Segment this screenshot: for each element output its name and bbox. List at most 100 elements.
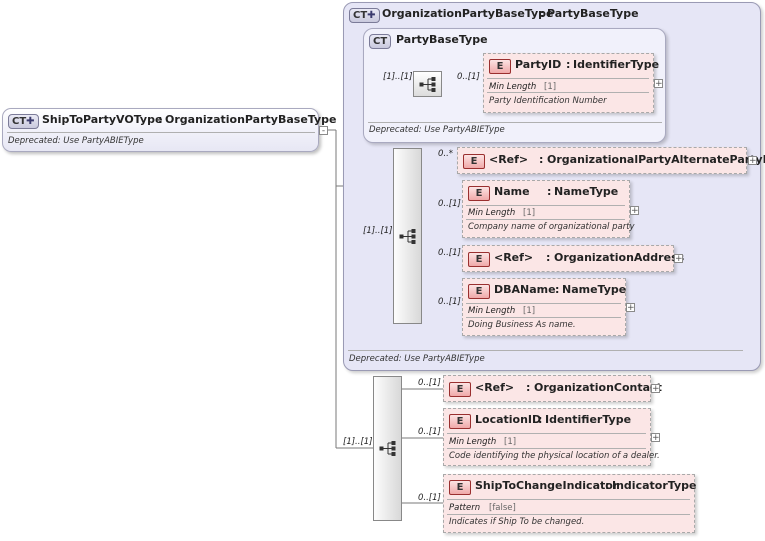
element-badge: E [463, 154, 485, 169]
expand-plus-icon[interactable]: + [651, 384, 660, 394]
name-multiplicity: 0..[1] [438, 199, 461, 209]
root-base-type: OrganizationPartyBaseType [165, 113, 337, 126]
element-badge: E [468, 284, 490, 299]
element-badge: E [449, 480, 471, 495]
divider [487, 78, 649, 79]
element-type: OrganizationalPartyAlternatePartyId [547, 153, 765, 166]
facet-name: Min Length [468, 208, 516, 218]
plus-icon: ✚ [26, 116, 35, 127]
element-badge: E [449, 382, 471, 397]
plus-icon: ✚ [367, 10, 376, 21]
expand-plus-icon[interactable]: - [319, 126, 328, 136]
expand-plus-icon[interactable]: + [630, 206, 639, 216]
element-badge: E [489, 59, 511, 74]
sequence-compositor[interactable] [393, 148, 422, 324]
divider [447, 514, 690, 515]
divider [466, 317, 621, 318]
org-address-multiplicity: 0..[1] [438, 248, 461, 258]
element-name: <Ref> [494, 251, 534, 264]
sequence-compositor[interactable] [413, 71, 442, 97]
facet-value: [1] [523, 306, 536, 316]
party-id-element[interactable]: E PartyID : IdentifierType Min Length [1… [483, 53, 659, 113]
element-doc: Doing Business As name. [468, 320, 576, 330]
element-type: NameType [554, 185, 619, 198]
separator: : [546, 251, 551, 264]
facet-name: Min Length [468, 306, 516, 316]
ship-change-multiplicity: 0..[1] [418, 493, 441, 503]
dba-name-element[interactable]: E DBAName : NameType Min Length [1] Doin… [462, 278, 626, 336]
element-type: OrganizationAddress [554, 251, 685, 264]
element-name: PartyID [515, 58, 562, 71]
dba-name-multiplicity: 0..[1] [438, 297, 461, 307]
sequence-compositor-icon [399, 229, 416, 244]
facet-name: Pattern [449, 503, 481, 513]
expand-plus-icon[interactable]: + [626, 303, 635, 313]
divider [7, 132, 315, 133]
element-doc: Indicates if Ship To be changed. [449, 517, 585, 527]
element-name: <Ref> [489, 153, 529, 166]
root-complex-type[interactable]: CT✚ ShipToPartyVOType : OrganizationPart… [2, 108, 336, 152]
expand-plus-icon[interactable]: + [654, 79, 663, 89]
element-name: Name [494, 185, 530, 198]
separator: : [605, 479, 610, 492]
location-id-element[interactable]: E LocationID : IdentifierType Min Length… [443, 408, 660, 466]
organization-contact-element[interactable]: E <Ref> : OrganizationContact [443, 375, 662, 402]
divider [466, 303, 621, 304]
alternate-party-id-element[interactable]: E <Ref> : OrganizationalPartyAlternatePa… [457, 147, 765, 174]
facet-value: [1] [504, 437, 517, 447]
element-name: LocationID [475, 413, 542, 426]
divider [466, 205, 625, 206]
separator: : [538, 413, 543, 426]
separator: : [555, 283, 560, 296]
sequence-compositor-icon [379, 441, 396, 456]
ship-to-change-indicator-element[interactable]: E ShipToChangeIndicator : IndicatorType … [443, 474, 697, 533]
sequence-compositor[interactable] [373, 376, 402, 521]
separator: : [526, 381, 531, 394]
org-doc: Deprecated: Use PartyABIEType [349, 354, 485, 364]
root-seq-multiplicity: [1]..[1] [343, 437, 373, 447]
expand-plus-icon[interactable]: + [748, 156, 757, 166]
alt-party-multiplicity: 0..* [438, 149, 454, 159]
facet-value: [false] [489, 503, 516, 513]
expand-plus-icon[interactable]: + [651, 433, 660, 443]
element-type: IndicatorType [612, 479, 697, 492]
element-name: <Ref> [475, 381, 515, 394]
org-base-type: PartyBaseType [547, 7, 639, 20]
facet-name: Min Length [449, 437, 497, 447]
element-type: NameType [562, 283, 627, 296]
complex-type-badge: CT✚ [8, 114, 39, 129]
element-badge: E [468, 252, 490, 267]
divider [447, 448, 646, 449]
party-doc: Deprecated: Use PartyABIEType [369, 125, 505, 135]
sequence-compositor-icon [419, 77, 436, 92]
separator: : [539, 153, 544, 166]
party-id-multiplicity: 0..[1] [457, 72, 480, 82]
expand-plus-icon[interactable]: + [674, 254, 683, 264]
element-name: ShipToChangeIndicator [475, 479, 619, 492]
party-type-name: PartyBaseType [396, 33, 488, 46]
divider [447, 433, 646, 434]
divider [368, 122, 662, 123]
facet-value: [1] [544, 82, 557, 92]
divider [466, 219, 625, 220]
facet-value: [1] [523, 208, 536, 218]
element-type: IdentifierType [545, 413, 632, 426]
org-seq-multiplicity: [1]..[1] [363, 226, 393, 236]
separator: : [158, 113, 163, 126]
divider [447, 499, 690, 500]
element-doc: Party Identification Number [489, 96, 607, 106]
organization-address-element[interactable]: E <Ref> : OrganizationAddress [462, 245, 684, 272]
complex-type-badge: CT✚ [349, 8, 380, 23]
element-doc: Code identifying the physical location o… [449, 451, 660, 461]
element-name: DBAName [494, 283, 556, 296]
name-element[interactable]: E Name : NameType Min Length [1] Company… [462, 180, 635, 238]
org-contact-multiplicity: 0..[1] [418, 378, 441, 388]
element-type: OrganizationContact [534, 381, 662, 394]
root-doc: Deprecated: Use PartyABIEType [8, 136, 144, 146]
complex-type-badge: CT [369, 34, 392, 49]
divider [348, 350, 743, 351]
root-type-name: ShipToPartyVOType [42, 113, 163, 126]
element-doc: Company name of organizational party [468, 222, 635, 232]
party-seq-multiplicity: [1]..[1] [383, 72, 413, 82]
location-id-multiplicity: 0..[1] [418, 427, 441, 437]
